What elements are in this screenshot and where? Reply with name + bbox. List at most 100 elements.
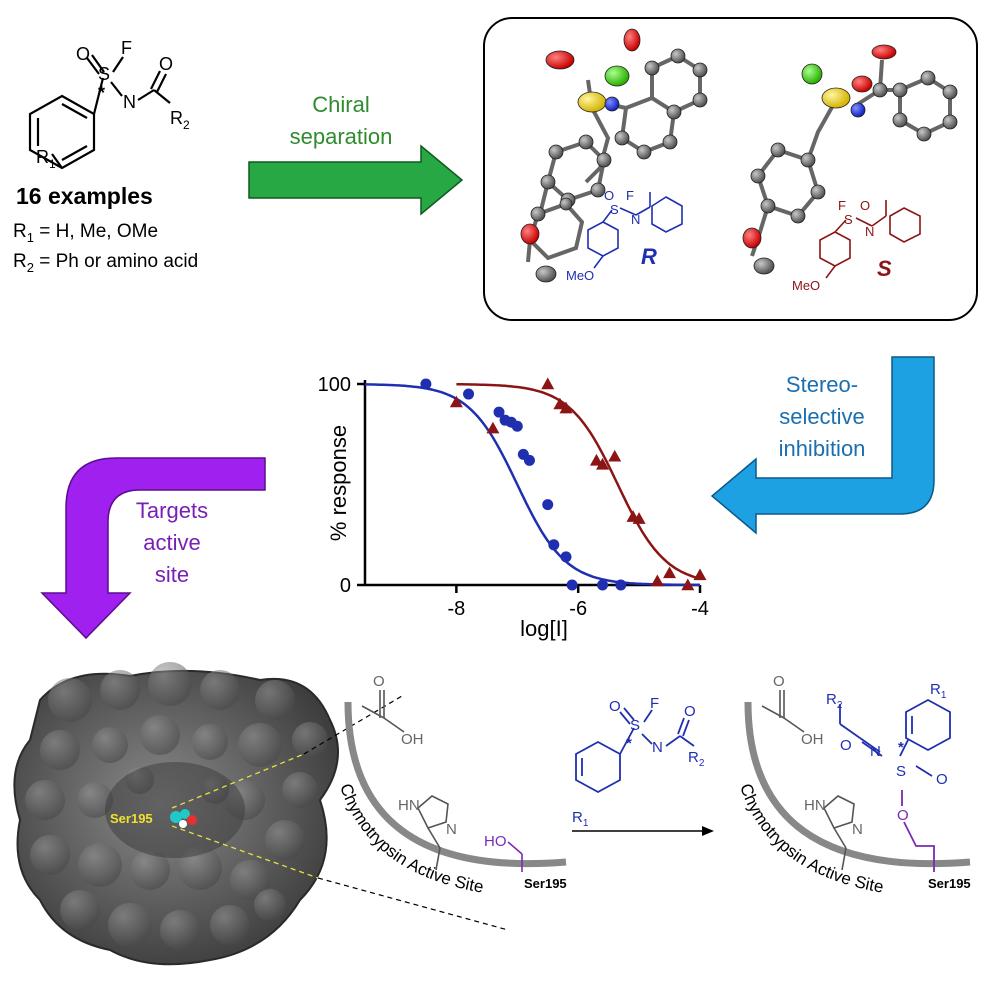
s-structure-n: N: [865, 224, 874, 239]
protein-surface: Ser195: [13, 662, 339, 966]
surface-blob: [292, 722, 328, 758]
his-n: N: [446, 821, 457, 838]
data-point-r: [463, 388, 475, 400]
x-tick-label: -6: [569, 598, 587, 620]
surface-blob: [255, 680, 295, 720]
surface-blob: [60, 890, 100, 930]
data-point-s: [541, 377, 555, 390]
active-site-pocket: [105, 762, 245, 858]
s-label: S: [877, 256, 892, 281]
product-r2: R2: [826, 691, 843, 711]
data-point-r: [511, 420, 523, 432]
atom-n: N: [123, 92, 136, 112]
active-site-residues-product: [761, 690, 855, 871]
surface-blob: [130, 850, 170, 890]
surface-blob: [192, 724, 228, 760]
r1-group: R1: [36, 147, 56, 171]
reagent-o2: O: [684, 703, 696, 720]
surface-blob: [148, 662, 192, 706]
data-point-s: [632, 512, 646, 524]
r-structure-f: F: [626, 188, 634, 203]
atom-s: S: [98, 64, 110, 84]
acid-oh: OH: [401, 731, 424, 748]
stereo-label-2: selective: [779, 404, 865, 429]
zoom-guide: [303, 695, 403, 755]
chiral-label-1: Chiral: [312, 92, 369, 117]
reagent-r2: R2: [688, 749, 705, 769]
acid-o-product: O: [773, 673, 785, 690]
atom-f: F: [121, 38, 132, 58]
data-point-r: [566, 579, 578, 591]
his-n-product: N: [852, 821, 863, 838]
targets-label-1: Targets: [136, 498, 208, 523]
chiral-separation-arrow: [248, 144, 464, 216]
surface-blob: [48, 678, 92, 722]
data-point-r: [597, 579, 609, 591]
ligand-atom: [187, 815, 197, 825]
surface-blob: [238, 723, 282, 767]
compound-structure: [28, 54, 171, 170]
data-point-r: [615, 579, 627, 591]
data-point-s: [486, 421, 500, 434]
surface-blob: [25, 780, 65, 820]
active-site-residues: [361, 690, 449, 871]
zoom-guide-yellow: [171, 825, 319, 879]
ser195-product-label: Ser195: [928, 876, 971, 891]
data-point-r: [420, 378, 432, 390]
fit-curve-r: [365, 383, 700, 587]
surface-blob: [160, 910, 200, 950]
y-tick-label: 100: [318, 374, 351, 396]
data-points: [420, 377, 707, 591]
zoom-guide: [317, 877, 509, 931]
r1-definition: R1 = H, Me, OMe: [13, 221, 158, 245]
surface-blob: [282, 772, 318, 808]
data-point-r: [560, 551, 572, 563]
targets-label-3: site: [155, 562, 189, 587]
ligand-atom: [180, 809, 190, 819]
x-tick-label: -8: [447, 598, 465, 620]
surface-blob: [140, 715, 180, 755]
stereo-label-3: inhibition: [779, 436, 866, 461]
reagent-r1: R1: [572, 809, 589, 829]
stereo-star: *: [98, 83, 105, 103]
ligand-atom: [179, 820, 187, 828]
targets-label-2: active: [143, 530, 200, 555]
product-n: N: [870, 743, 881, 760]
ser195-surface-label: Ser195: [110, 811, 153, 826]
reagent-o: O: [609, 698, 621, 715]
surface-blob: [77, 782, 113, 818]
r-meo: MeO: [566, 268, 594, 283]
data-point-s: [608, 449, 622, 462]
product-o2: O: [936, 771, 948, 788]
crystal-s-atoms: [742, 44, 958, 275]
acid-o: O: [373, 673, 385, 690]
his-hn: HN: [398, 797, 420, 814]
s-structure-f: F: [838, 198, 846, 213]
s-meo: MeO: [792, 278, 820, 293]
data-point-r: [493, 406, 505, 418]
r-structure-s: S: [610, 202, 619, 217]
r-structure-o: O: [604, 188, 614, 203]
data-point-r: [523, 454, 535, 466]
stereo-label-1: Stereo-: [786, 372, 858, 397]
crystal-structure-panel: [483, 17, 978, 321]
ser195-label: Ser195: [524, 876, 567, 891]
data-point-s: [663, 566, 677, 579]
ser-ho: HO: [484, 833, 507, 850]
product-o: O: [840, 737, 852, 754]
data-point-s: [559, 401, 573, 414]
data-point-r: [542, 499, 554, 511]
r2-group: R2: [170, 108, 190, 132]
atom-o: O: [76, 44, 90, 64]
surface-texture: [25, 662, 328, 950]
x-axis-label: log[I]: [520, 616, 568, 641]
data-point-s: [681, 578, 695, 591]
product-star: *: [898, 739, 904, 756]
s-structure-o: O: [860, 198, 870, 213]
reagent-f: F: [650, 695, 659, 712]
surface-blob: [254, 889, 286, 921]
data-point-s: [449, 395, 463, 408]
s-enantiomer-structure: [819, 200, 921, 279]
surface-blob: [92, 727, 128, 763]
